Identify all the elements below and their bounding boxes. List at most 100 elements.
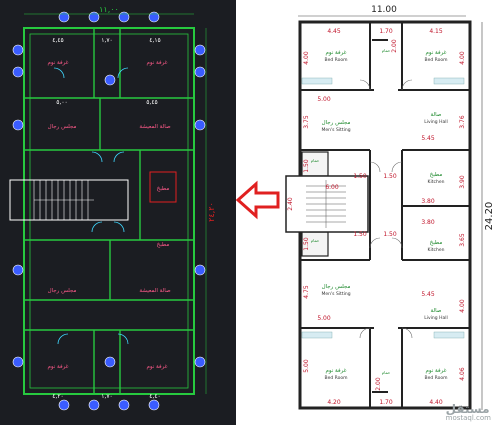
cad-room-labels: غرفة نوم غرفة نوم مجلس رجال صالة المعيشة…	[47, 60, 170, 370]
cad-outer-wall	[23, 27, 195, 395]
room-4-ar: صالة	[431, 112, 442, 118]
cad-dim-bot-2: ١,٧٠	[101, 393, 113, 400]
room-5-ar: مطبخ	[430, 172, 443, 178]
cad-stair-treads	[33, 180, 94, 220]
wc-1: حمام	[382, 48, 391, 53]
room-6-en: Kitchen	[428, 247, 445, 253]
dim-top-right: 4.15	[429, 28, 443, 35]
room-4-en: Living Hall	[424, 119, 447, 125]
plan-door-swings	[359, 79, 413, 339]
room-8-ar: صالة	[431, 308, 442, 314]
dim-stair-w: 6.00	[325, 184, 339, 191]
mostaql-watermark: مستقل mostaql.com	[446, 403, 491, 422]
cad-room-10: غرفة نوم	[146, 364, 167, 370]
cad-room-7: مجلس رجال	[48, 288, 77, 294]
dim-kitchen-w1: 3.80	[421, 198, 435, 205]
cad-dim-mid-1: ٥,٠٠	[56, 99, 68, 106]
cad-dim-top-1: ٤,٤٥	[52, 37, 64, 44]
plan-width-label: 11.00	[371, 5, 397, 15]
dim-bot-left: 4.20	[327, 399, 341, 406]
dim-mid-right: 5.45	[421, 135, 435, 142]
cad-room-8: صالة المعيشة	[139, 288, 171, 294]
cad-door-swings	[53, 67, 129, 345]
cad-dim-mid-2: ٥,٤٥	[146, 99, 158, 106]
wc-3: حمام	[311, 238, 320, 243]
cad-room-2: غرفة نوم	[146, 60, 167, 66]
watermark-main: مستقل	[445, 402, 490, 416]
cad-drawing: ١١,٠٠ ٢٤,٢٠ ٤,٤٥ ١,٧٠ ٤,١٥ ٥,٠٠ ٥,٤٥ ٤,٢…	[9, 5, 216, 411]
plan-stair-treads	[306, 180, 346, 228]
room-8-en: Living Hall	[424, 315, 447, 321]
printed-plan: 11.00 24.20	[285, 5, 495, 410]
plan-dims: 4.45 1.70 4.15 4.00 2.00 4.00 5.00 5.45 …	[287, 28, 466, 406]
dim-low-v-left: 4.75	[303, 285, 310, 299]
plan-length-label: 24.20	[484, 202, 495, 231]
dim-v-375: 3.75	[303, 115, 310, 129]
room-10-ar: غرفة نوم	[425, 368, 446, 374]
plan-balcony-strips	[301, 77, 465, 339]
dim-wc-v1: 1.50	[303, 159, 310, 173]
dim-top-left: 4.45	[327, 28, 341, 35]
cad-partitions	[24, 28, 194, 394]
dim-low-right: 5.45	[421, 291, 435, 298]
dim-s4: 1.50	[383, 231, 397, 238]
plan-room-labels: غرفة نوم Bed Room غرفة نوم Bed Room مجلس…	[311, 48, 448, 381]
cad-dim-bot-3: ٤,٤٠	[149, 393, 161, 400]
room-10-en: Bed Room	[425, 375, 448, 381]
cad-room-6: مطبخ	[157, 242, 170, 248]
room-7-ar: مجلس رجال	[322, 284, 351, 290]
cad-length-label: ٢٤,٢٠	[207, 202, 216, 222]
dim-stair-h: 2.40	[287, 197, 294, 211]
dim-kitchen-v1: 3.90	[459, 175, 466, 189]
dim-kitchen-v2: 3.65	[459, 233, 466, 247]
dim-mid-left: 5.00	[317, 96, 331, 103]
cad-room-3: مجلس رجال	[48, 124, 77, 130]
dim-bot-v-left: 5.00	[303, 359, 310, 373]
room-9-en: Bed Room	[325, 375, 348, 381]
dim-s1: 1.50	[353, 173, 367, 180]
room-9-ar: غرفة نوم	[325, 368, 346, 374]
plan-partitions	[300, 22, 470, 408]
cad-dim-bot-1: ٤,٢٠	[52, 393, 64, 400]
room-6-ar: مطبخ	[430, 240, 443, 246]
cad-room-9: غرفة نوم	[47, 364, 68, 370]
room-7-en: Men's Sitting	[321, 291, 350, 297]
printed-plan-panel: 11.00 24.20	[284, 0, 497, 425]
cad-drawing-panel: ١١,٠٠ ٢٤,٢٠ ٤,٤٥ ١,٧٠ ٤,١٥ ٥,٠٠ ٥,٤٥ ٤,٢…	[0, 0, 236, 425]
room-3-ar: مجلس رجال	[322, 120, 351, 126]
room-1-en: Bed Room	[325, 57, 348, 63]
cad-stair-block	[9, 179, 129, 221]
left-arrow-icon	[236, 180, 280, 220]
dim-low-v-right: 4.00	[459, 299, 466, 313]
cad-room-1: غرفة نوم	[47, 60, 68, 66]
dim-top-v-left: 4.00	[303, 51, 310, 65]
wc-4: حمام	[382, 370, 391, 375]
room-2-en: Bed Room	[425, 57, 448, 63]
dim-s3: 1.50	[353, 231, 367, 238]
dim-bot-mid: 1.70	[379, 399, 393, 406]
room-2-ar: غرفة نوم	[425, 50, 446, 56]
plan-wc-blocks	[301, 151, 329, 257]
room-5-en: Kitchen	[428, 179, 445, 185]
cad-room-4: صالة المعيشة	[139, 124, 171, 130]
dim-s2: 1.50	[383, 173, 397, 180]
cad-dim-top-2: ١,٧٠	[101, 37, 113, 44]
dim-low-left: 5.00	[317, 315, 331, 322]
cad-dim-top-3: ٤,١٥	[149, 37, 161, 44]
cad-inner-wall	[29, 33, 189, 389]
watermark-sub: mostaql.com	[445, 414, 491, 422]
dim-bot-right: 4.40	[429, 399, 443, 406]
cad-kitchen-outline	[149, 171, 177, 203]
wc-2: حمام	[311, 158, 320, 163]
dim-bot-v-right: 4.06	[459, 367, 466, 381]
dim-bot-v-mid: 2.00	[375, 377, 382, 391]
dim-top-v-mid: 2.00	[391, 39, 398, 53]
cad-room-5: مطبخ	[157, 186, 170, 192]
dim-wc-v2: 1.50	[303, 237, 310, 251]
dim-top-v-right: 4.00	[459, 51, 466, 65]
dim-top-mid: 1.70	[379, 28, 393, 35]
room-3-en: Men's Sitting	[321, 127, 350, 133]
room-1-ar: غرفة نوم	[325, 50, 346, 56]
cad-section-markers	[12, 11, 206, 411]
